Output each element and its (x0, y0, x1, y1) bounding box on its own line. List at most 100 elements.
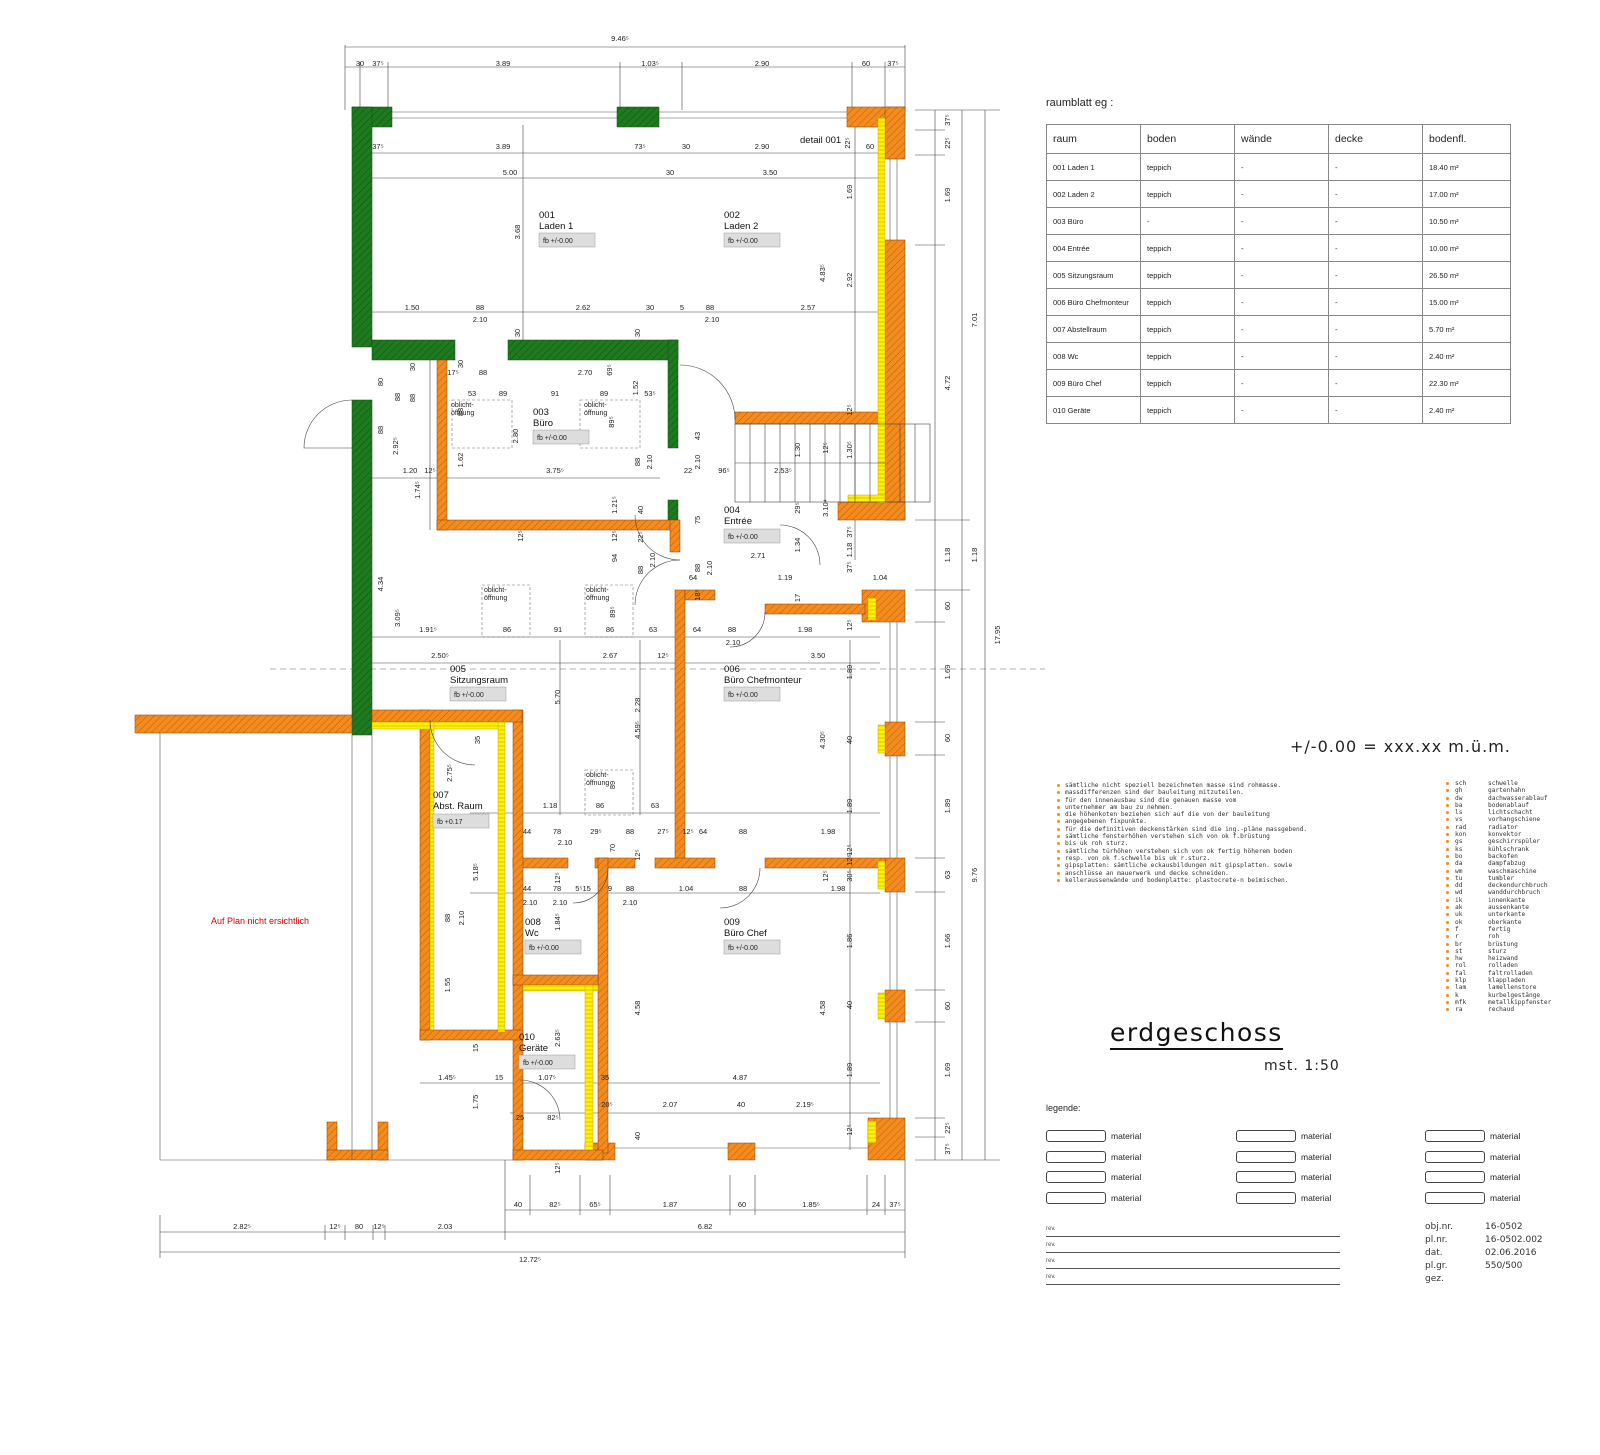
note-item: gipsplatten: sämtliche eckausbildungen m… (1056, 862, 1307, 869)
abbreviation-key: ks (1455, 845, 1463, 853)
dim-overall-top: 9.46⁵ (611, 34, 629, 43)
room-number: 006 (724, 664, 740, 675)
legend-swatch (1046, 1191, 1106, 1204)
legend-swatch (1425, 1150, 1485, 1163)
revision-line: rev. (1046, 1226, 1340, 1237)
abbreviation-meaning: geschirrspüler (1488, 838, 1541, 846)
raumblatt-table: raum boden wände decke bodenfl. 001 Lade… (1046, 124, 1511, 424)
abbreviation-meaning: aussenkante (1488, 904, 1529, 912)
legend-item: material (1236, 1150, 1331, 1163)
legend-swatch (1046, 1171, 1106, 1183)
dim: 30 (356, 59, 364, 68)
dim: 2.53⁵ (774, 466, 792, 475)
dim: 44 (523, 827, 531, 836)
table-cell: 009 Büro Chef (1046, 369, 1141, 397)
dim: 40 (636, 506, 645, 514)
dim: 37⁵ (845, 561, 854, 572)
table-cell: - (1234, 207, 1329, 235)
note-item: bis uk roh sturz. (1056, 840, 1307, 847)
dim: 29⁵ (793, 502, 802, 513)
dim: 1.74⁵ (413, 481, 422, 499)
room-008: 008 Wc fb +/-0.00 (524, 917, 582, 955)
dim: 89 (600, 389, 608, 398)
legend-swatch (1046, 1130, 1106, 1142)
abbreviation-meaning: tumbler (1488, 874, 1515, 882)
table-cell: teppich (1140, 261, 1235, 289)
abbreviation-meaning: fertig (1488, 925, 1511, 933)
dim: 27⁵ (657, 827, 668, 836)
room-number: 008 (525, 917, 541, 928)
dim: 2.63⁵ (553, 1029, 562, 1047)
table-cell: - (1328, 288, 1423, 316)
dim: 4.58 (633, 1001, 642, 1016)
not-visible-note: Auf Plan nicht ersichtlich (211, 916, 309, 926)
dim: 30 (666, 168, 674, 177)
room-number: 009 (724, 917, 740, 928)
dim: 35 (601, 1073, 609, 1082)
dimension-texts: 9.46⁵ 30 37⁵ 3.89 1.03⁵ 2.90 60 37⁵ 37⁵ … (233, 34, 1002, 1264)
table-header-row: raum boden wände decke bodenfl. (1046, 124, 1511, 154)
skylight-label-2: oblicht- öffnung (584, 402, 608, 417)
skylight-label-4: oblicht- öffnung (586, 587, 610, 602)
dim-overall-bottom: 12.72⁵ (519, 1255, 541, 1264)
dim: 1.85⁵ (802, 1200, 820, 1209)
dim: 2.10 (457, 911, 466, 926)
legend-label: material (1111, 1131, 1142, 1141)
dim: 91 (554, 625, 562, 634)
dim: 88 (739, 827, 747, 836)
legend-swatch (1425, 1191, 1485, 1204)
dim: 64 (693, 625, 701, 634)
dim: 15 (471, 1044, 480, 1052)
meta-value: 16-0502 (1485, 1222, 1523, 1232)
dim: 2.90 (755, 59, 770, 68)
dim: 17.95 (993, 626, 1002, 645)
room-number: 002 (724, 210, 740, 221)
dim: 53 (468, 389, 476, 398)
abbreviation-key: ra (1455, 1006, 1463, 1014)
room-number: 001 (539, 210, 555, 221)
dim: 12⁵ (329, 1222, 340, 1231)
dim: 88 (626, 884, 634, 893)
note-item: resp. von ok f.schwelle bis uk r.sturz. (1056, 855, 1307, 862)
dim: 37⁵ (372, 142, 383, 151)
existing-walls (351, 106, 679, 736)
new-walls (134, 106, 906, 1161)
dim: 12⁵ (553, 872, 562, 883)
dim: 88 (626, 827, 634, 836)
table-cell: - (1328, 180, 1423, 208)
dim: 12⁵ (845, 404, 854, 415)
abbreviation-key: st (1455, 947, 1463, 955)
abbreviation-key: rad (1455, 823, 1467, 831)
table-cell: - (1328, 153, 1423, 181)
column-header: wände (1234, 124, 1329, 154)
dim: 12⁵ (845, 844, 854, 855)
dim: 40 (845, 1001, 854, 1009)
table-cell: teppich (1140, 369, 1235, 397)
note-item: sämtliche türhöhen verstehen sich von ok… (1056, 848, 1307, 855)
dim: 2.80 (511, 429, 520, 444)
column-header: raum (1046, 124, 1141, 154)
note-item: massdifferenzen sind der bauleitung mitz… (1056, 789, 1307, 796)
table-cell: teppich (1140, 288, 1235, 316)
abbreviation-key: uk (1455, 911, 1463, 919)
dim: 2.10 (693, 455, 702, 470)
legend-swatch (1425, 1171, 1485, 1183)
meta-label: gez. (1425, 1274, 1444, 1284)
dim: 1.69 (845, 185, 854, 200)
dim: 2.90 (755, 142, 770, 151)
dim: 1.34 (793, 538, 802, 553)
table-cell: 10.50 m² (1422, 207, 1511, 235)
dim: 17⁵ (447, 368, 458, 377)
dim: 2.10 (558, 838, 573, 847)
dim: 30 (646, 303, 654, 312)
abbreviation-key: dw (1455, 794, 1463, 802)
table-cell: - (1234, 288, 1329, 316)
dim: 80 (355, 1222, 363, 1231)
dim: 63 (651, 801, 659, 810)
